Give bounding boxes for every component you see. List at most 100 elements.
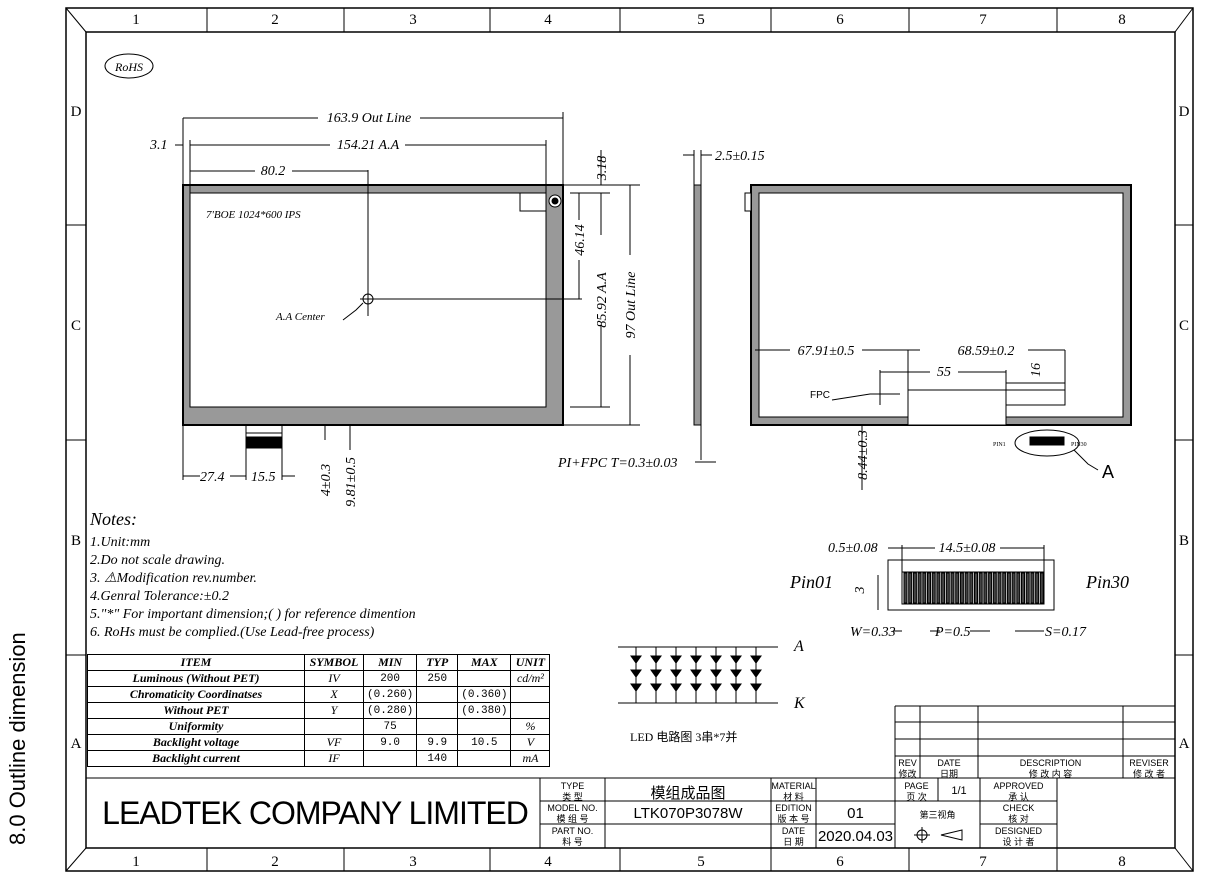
row-b-right: B — [1179, 533, 1189, 549]
aa-center-label: A.A Center — [275, 311, 325, 323]
row-b: B — [71, 533, 81, 549]
tb-rev-en: REV — [898, 758, 917, 768]
pin-dim-1: 0.5±0.08 — [828, 541, 878, 556]
spec-cell — [457, 718, 512, 735]
pin-dim-3: 3 — [853, 587, 868, 595]
spec-cell: VF — [304, 734, 364, 751]
fpc-pin — [1035, 572, 1040, 604]
tb-page-cn: 页 次 — [906, 792, 927, 802]
fpc-pin — [936, 572, 941, 604]
pin-space: S=0.17 — [1045, 625, 1087, 640]
tb-type-value: 模组成品图 — [650, 785, 726, 802]
spec-header-typ: TYP — [416, 654, 459, 671]
led-diode — [630, 669, 642, 678]
side-title: 8.0 Outline dimension — [5, 632, 30, 845]
spec-cell: 140 — [416, 750, 459, 767]
tb-edition-en: EDITION — [775, 803, 812, 813]
fpc-pin — [931, 572, 936, 604]
spec-cell: Uniformity — [87, 718, 305, 735]
spec-cell: (0.280) — [362, 702, 418, 719]
note-6: 6. RoHs must be complied.(Use Lead-free … — [90, 625, 375, 640]
tb-part-cn: 料 号 — [562, 837, 583, 847]
dim-fpc-thickness: PI+FPC T=0.3±0.03 — [557, 456, 678, 471]
col-8-bottom: 8 — [1118, 854, 1126, 870]
led-diode — [750, 683, 762, 692]
fpc-pin — [950, 572, 955, 604]
spec-cell: Without PET — [87, 702, 305, 719]
spec-cell — [457, 750, 512, 767]
company-name: LEADTEK COMPANY LIMITED — [102, 795, 529, 831]
tb-rdate-en: DATE — [937, 758, 961, 768]
led-diode — [630, 655, 642, 664]
col-4: 4 — [544, 12, 552, 28]
spec-header-item: ITEM — [87, 654, 305, 671]
tb-model-cn: 模 组 号 — [556, 814, 589, 824]
fpc-pin — [1016, 572, 1021, 604]
fpc-pin — [978, 572, 983, 604]
dim-half-width: 80.2 — [261, 164, 286, 179]
led-diode — [650, 655, 662, 664]
spec-cell: V — [510, 734, 551, 751]
pin30-label: PIN30 — [1071, 442, 1087, 448]
tb-rdate-cn: 日期 — [939, 769, 958, 779]
row-c: C — [71, 318, 81, 334]
spec-cell: 9.0 — [362, 734, 418, 751]
led-diode — [670, 683, 682, 692]
spec-cell — [510, 702, 551, 719]
spec-cell: 75 — [362, 718, 418, 735]
col-2: 2 — [271, 12, 279, 28]
tb-page-en: PAGE — [904, 781, 929, 791]
led-diode — [730, 683, 742, 692]
led-anode: A — [793, 638, 804, 655]
led-diode — [650, 683, 662, 692]
led-diode — [690, 683, 702, 692]
tb-approved-en: APPROVED — [993, 781, 1044, 791]
spec-cell — [304, 718, 364, 735]
tb-approved-cn: 承 认 — [1008, 792, 1029, 802]
pin30-detail-label: Pin30 — [1085, 572, 1129, 592]
fpc-pin — [1021, 572, 1025, 604]
fpc-pin — [1025, 572, 1030, 604]
table-row: Backlight current IF 140 mA — [87, 750, 551, 767]
dim-back-left: 67.91±0.5 — [798, 344, 855, 359]
col-8: 8 — [1118, 12, 1126, 28]
spec-cell: Backlight current — [87, 750, 305, 767]
tb-material-en: MATERIAL — [771, 781, 816, 791]
spec-cell: X — [304, 686, 364, 703]
col-1-bottom: 1 — [132, 854, 140, 870]
tb-date-value: 2020.04.03 — [817, 828, 894, 845]
pin01-label: Pin01 — [789, 572, 833, 592]
table-row: Uniformity 75 % — [87, 718, 551, 735]
pin-pitch: P=0.5 — [934, 625, 971, 640]
spec-cell: 10.5 — [457, 734, 512, 751]
dim-aa-height: 85.92 A.A — [595, 272, 610, 328]
led-diode — [710, 683, 722, 692]
dim-aa-width: 154.21 A.A — [337, 138, 400, 153]
dim-back-right: 68.59±0.2 — [958, 344, 1015, 359]
row-d: D — [71, 104, 82, 120]
tb-part-en: PART NO. — [551, 826, 594, 836]
dim-844: 8.44±0.3 — [856, 430, 871, 480]
fpc-pin — [917, 572, 922, 604]
spec-cell: Y — [304, 702, 364, 719]
dim-fpc-b: 9.81±0.5 — [344, 457, 359, 507]
spec-cell: Chromaticity Coordinatses — [87, 686, 305, 703]
fpc-pin — [1006, 572, 1011, 604]
spec-header-symbol: SYMBOL — [304, 654, 364, 671]
tb-desc-cn: 修 改 内 容 — [1028, 769, 1073, 779]
fpc-pin — [1002, 572, 1007, 604]
tb-designed-cn: 设 计 者 — [1002, 837, 1035, 847]
note-4: 4.Genral Tolerance:±0.2 — [90, 589, 229, 604]
spec-cell: Luminous (Without PET) — [87, 670, 305, 687]
spec-cell: IF — [304, 750, 364, 767]
spec-cell: Backlight voltage — [87, 734, 305, 751]
note-5: 5."*" For important dimension;( ) for re… — [90, 607, 416, 622]
col-3-bottom: 3 — [409, 854, 417, 870]
tb-model-value: LTK070P3078W — [633, 805, 743, 822]
led-diode — [670, 669, 682, 678]
spec-cell — [510, 686, 551, 703]
tb-date-en: DATE — [781, 826, 806, 836]
col-5-bottom: 5 — [697, 854, 705, 870]
led-diode — [750, 669, 762, 678]
spec-cell — [457, 670, 512, 687]
